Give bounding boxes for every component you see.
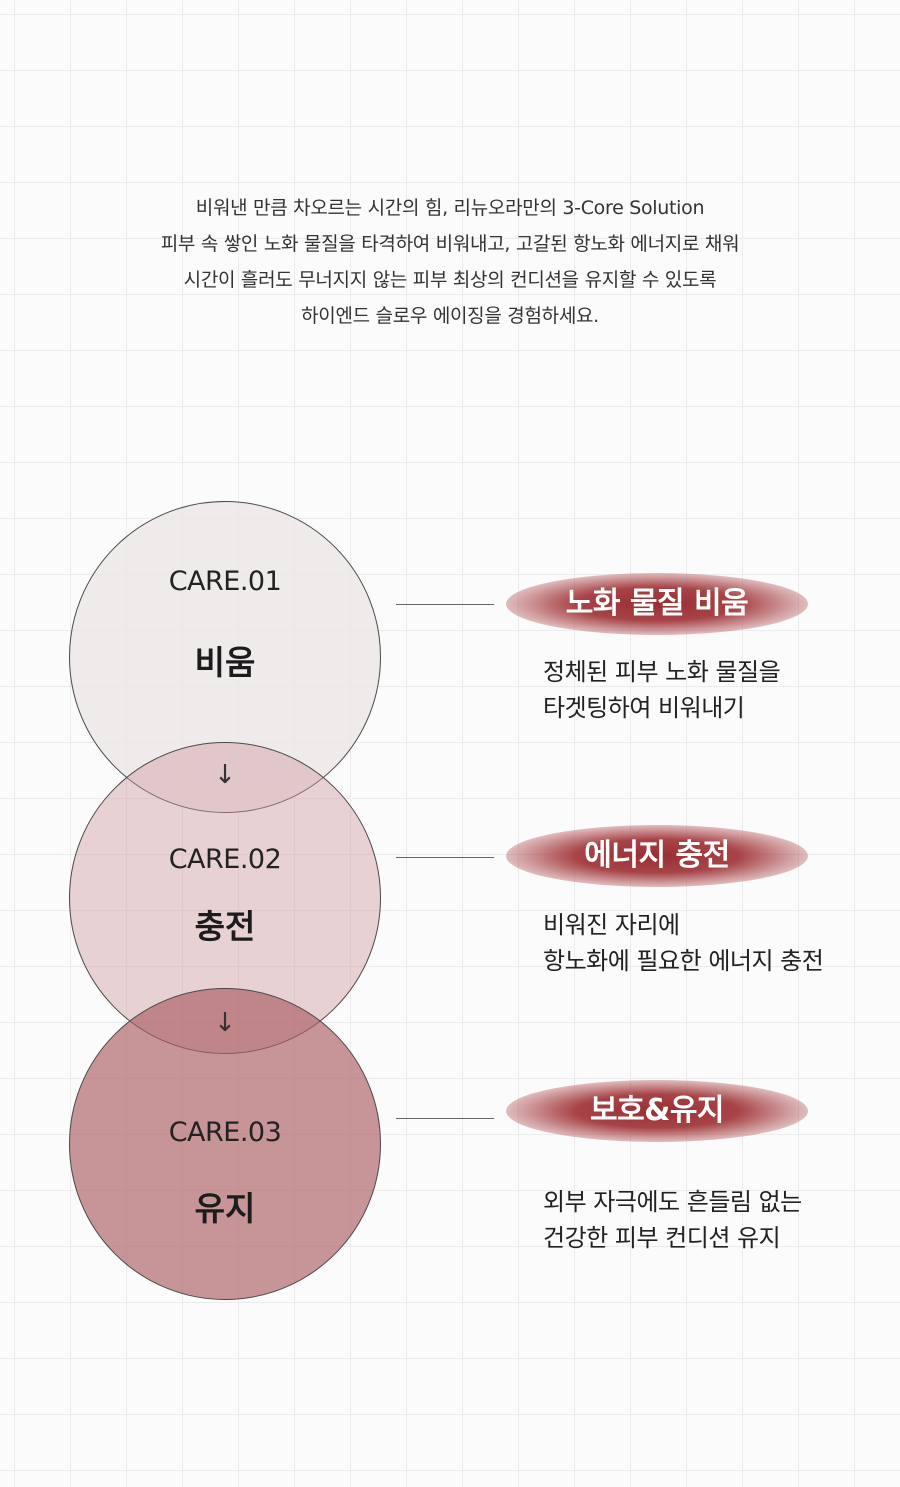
connector-line [396, 857, 494, 858]
badge-glow [506, 573, 808, 635]
description-line: 정체된 피부 노화 물질을 [543, 658, 781, 686]
care-02-label: CARE.02 [168, 844, 282, 875]
badge-text: 보호&유지 [589, 1093, 725, 1128]
care-03-title: 유지 [194, 1189, 256, 1228]
description-line: 항노화에 필요한 에너지 충전 [543, 947, 824, 975]
care-01-badge: 노화 물질 비움 [506, 573, 808, 635]
badge-glow [506, 1080, 808, 1142]
care-01-title: 비움 [194, 643, 256, 682]
care-02-description: 비워진 자리에 항노화에 필요한 에너지 충전 [543, 907, 824, 979]
badge-text: 에너지 충전 [584, 838, 730, 873]
care-03-label: CARE.03 [168, 1117, 282, 1148]
care-02-title: 충전 [194, 907, 256, 946]
arrow-down-icon: ↓ [214, 1008, 236, 1038]
care-01-description: 정체된 피부 노화 물질을 타겟팅하여 비워내기 [543, 654, 781, 726]
intro-text: 비워낸 만큼 차오르는 시간의 힘, 리뉴오라만의 3-Core Solutio… [0, 190, 900, 334]
care-03-circle [69, 988, 381, 1300]
intro-line: 피부 속 쌓인 노화 물질을 타격하여 비워내고, 고갈된 항노화 에너지로 채… [160, 233, 740, 255]
care-03-badge: 보호&유지 [506, 1080, 808, 1142]
care-03-description: 외부 자극에도 흔들림 없는 건강한 피부 컨디션 유지 [543, 1184, 802, 1256]
badge-glow [506, 825, 808, 887]
description-line: 건강한 피부 컨디션 유지 [543, 1224, 781, 1252]
arrow-down-icon: ↓ [214, 760, 236, 790]
description-line: 타겟팅하여 비워내기 [543, 694, 745, 722]
connector-line [396, 1118, 494, 1119]
intro-line: 시간이 흘러도 무너지지 않는 피부 최상의 컨디션을 유지할 수 있도록 [183, 269, 717, 291]
connector-line [396, 604, 494, 605]
care-01-label: CARE.01 [168, 566, 282, 597]
intro-line: 비워낸 만큼 차오르는 시간의 힘, 리뉴오라만의 3-Core Solutio… [195, 197, 705, 219]
description-line: 비워진 자리에 [543, 911, 680, 939]
badge-text: 노화 물질 비움 [565, 586, 749, 621]
intro-line: 하이엔드 슬로우 에이징을 경험하세요. [301, 305, 599, 327]
description-line: 외부 자극에도 흔들림 없는 [543, 1188, 802, 1216]
care-02-badge: 에너지 충전 [506, 825, 808, 887]
